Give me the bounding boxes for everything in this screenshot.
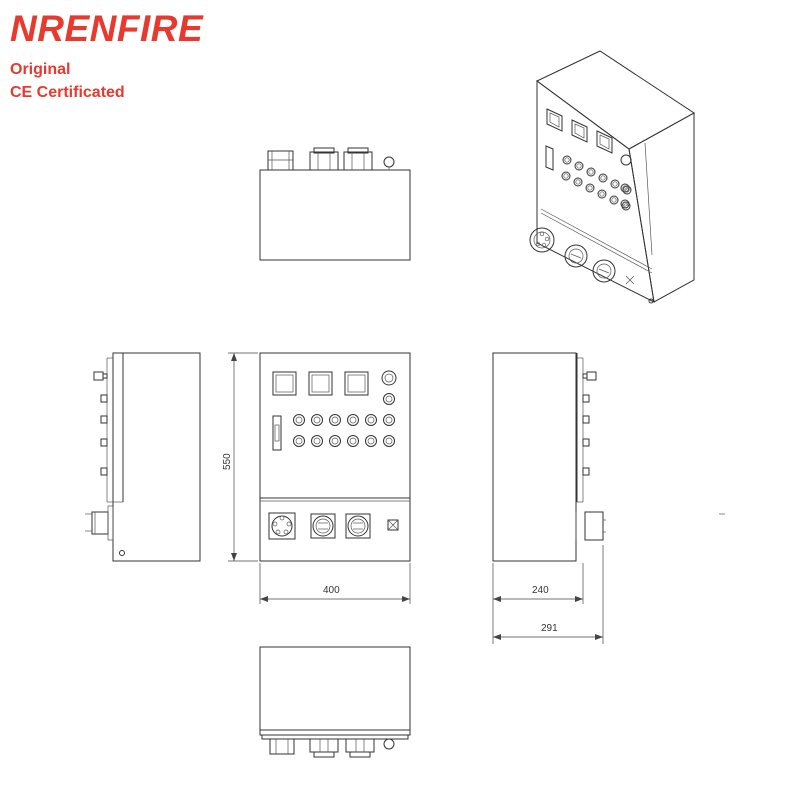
push-button-icon <box>311 414 323 426</box>
push-button-icon <box>329 414 341 426</box>
width-dimension: 400 <box>259 563 411 604</box>
push-button-icon <box>365 414 377 426</box>
iso-buttons <box>561 155 632 211</box>
ground-terminal-icon <box>625 275 635 285</box>
isometric-view <box>529 50 695 304</box>
push-button-icon <box>383 393 395 405</box>
depth-dimension: 240 291 <box>492 545 604 644</box>
width-dimension-label: 400 <box>323 585 340 596</box>
push-button-icon <box>329 435 341 447</box>
push-button-icon <box>347 414 359 426</box>
depth-total-label: 291 <box>541 623 558 634</box>
power-plug-icon <box>564 244 588 268</box>
push-button-icon <box>562 155 572 165</box>
ground-terminal-icon <box>387 519 399 531</box>
power-plug-icon <box>345 513 371 539</box>
left-side-view <box>85 352 201 562</box>
push-button-icon <box>383 414 395 426</box>
tagline-ce-certificated: CE Certificated <box>10 84 125 101</box>
push-button-icon <box>585 183 595 193</box>
bottom-view <box>259 646 411 758</box>
push-button-icon <box>311 435 323 447</box>
push-button-icon <box>365 435 377 447</box>
push-button-icon <box>610 179 620 189</box>
rotary-switch-icon <box>272 415 282 451</box>
push-button-icon <box>597 189 607 199</box>
tagline-original: Original <box>10 61 71 78</box>
front-buttons <box>293 393 395 447</box>
push-button-icon <box>620 183 630 193</box>
push-button-icon <box>293 435 305 447</box>
push-button-icon <box>383 435 395 447</box>
front-view <box>259 352 411 562</box>
push-button-icon <box>574 161 584 171</box>
push-button-icon <box>609 195 619 205</box>
push-button-icon <box>293 414 305 426</box>
power-plug-icon <box>310 513 336 539</box>
push-button-icon <box>586 167 596 177</box>
power-plug-icon <box>592 259 616 283</box>
push-button-icon <box>347 435 359 447</box>
right-side-view <box>492 352 725 562</box>
height-dimension: 550 <box>222 352 258 562</box>
push-button-icon <box>620 199 630 209</box>
top-view <box>259 147 411 261</box>
industrial-socket-icon <box>529 227 555 253</box>
push-button-icon <box>573 177 583 187</box>
brand-logo: NRENFIRE <box>10 8 204 49</box>
push-button-icon <box>598 173 608 183</box>
top-view-fittings <box>267 147 395 171</box>
push-button-icon <box>561 171 571 181</box>
depth-body-label: 240 <box>532 585 549 596</box>
height-dimension-label: 550 <box>222 453 233 470</box>
industrial-socket-icon <box>268 512 296 540</box>
